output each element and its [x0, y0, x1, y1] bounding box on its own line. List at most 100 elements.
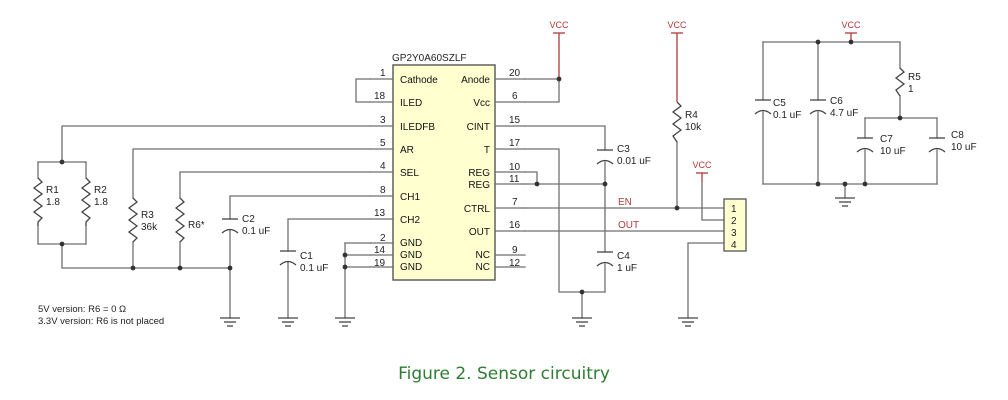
ic-left-pin-name: Cathode: [400, 75, 438, 86]
c7-ref: C7: [880, 134, 893, 145]
r3-ref: R3: [141, 210, 154, 221]
note-5v: 5V version: R6 = 0 Ω: [38, 304, 126, 315]
c6-ref: C6: [830, 96, 843, 107]
c2-ref: C2: [242, 214, 255, 225]
r6-ref: R6*: [188, 220, 205, 231]
ic-body: [392, 64, 496, 281]
ic-right-pin-num: 7: [512, 197, 518, 208]
ic-right-pin-name: OUT: [469, 227, 490, 238]
ic-left-pin-name: ILEDFB: [400, 122, 435, 133]
ic-left-pin-name: SEL: [400, 168, 419, 179]
resistor-r2: R2 1.8: [80, 177, 108, 226]
ic-left-pin-num: 5: [380, 138, 386, 149]
ic-left-pin-name: GND: [400, 238, 422, 249]
c6-value: 4.7 uF: [830, 108, 858, 119]
net-label-en: EN: [618, 197, 632, 208]
c2-value: 0.1 uF: [242, 226, 270, 237]
c8-value: 10 uF: [951, 142, 977, 153]
vcc-label: VCC: [549, 20, 569, 30]
sensor-circuit-schematic: GP2Y0A60SZLF 1 18 3 5 4 8 13 2 14 19 Cat…: [32, 20, 977, 327]
c5-ref: C5: [773, 98, 786, 109]
r2-ref: R2: [94, 185, 107, 196]
ic-left-pin-num: 18: [374, 91, 386, 102]
ic-left-pin-num: 4: [380, 161, 386, 172]
vcc-symbol: VCC: [841, 20, 861, 34]
connector-pin-label: 2: [731, 216, 737, 227]
capacitor-c6: C6 4.7 uF: [809, 96, 858, 119]
capacitor-c5: C5 0.1 uF: [754, 98, 801, 121]
r4-value: 10k: [685, 122, 702, 133]
r1-value: 1.8: [46, 197, 60, 208]
vcc-label: VCC: [692, 160, 712, 170]
ground-symbol: [678, 317, 698, 327]
ic-left-pin-name: CH2: [400, 215, 420, 226]
capacitor-c4: C4 1 uF: [596, 251, 637, 274]
vcc-label: VCC: [841, 20, 861, 30]
ground-symbol: [220, 317, 240, 327]
ic-left-pin-name: AR: [400, 145, 414, 156]
ic-right-pin-num: 12: [509, 258, 521, 269]
ic-left-pin-name: CH1: [400, 192, 420, 203]
resistor-r4: R4 10k: [671, 101, 702, 143]
ic-right-pin-num: 10: [509, 162, 521, 173]
ic-right-pin-num: 9: [512, 245, 518, 256]
ic-right-pin-num: 6: [512, 91, 518, 102]
vcc-symbol: VCC: [549, 20, 569, 34]
ic-left-pin-name: GND: [400, 262, 422, 273]
r2-value: 1.8: [94, 197, 108, 208]
ic-left-pin-num: 19: [374, 258, 386, 269]
ic-left-pin-num: 13: [374, 208, 386, 219]
ic-left-pin-name: ILED: [400, 98, 422, 109]
r4-ref: R4: [685, 110, 698, 121]
c3-value: 0.01 uF: [617, 156, 651, 167]
ground-symbol: [835, 197, 855, 207]
connector-pin-label: 1: [731, 204, 737, 215]
capacitor-c1: C1 0.1 uF: [279, 250, 328, 274]
capacitor-c7: C7 10 uF: [856, 134, 906, 157]
ic-right-pin-num: 20: [509, 68, 521, 79]
ic-right-pin-name: T: [484, 145, 490, 156]
note-3v3: 3.3V version: R6 is not placed: [38, 316, 164, 327]
ic-left-pin-num: 3: [380, 115, 386, 126]
ground-symbol: [335, 317, 355, 327]
connector-pin-label: 3: [731, 228, 737, 239]
capacitor-c2: C2 0.1 uF: [221, 214, 270, 237]
connector-pin-label: 4: [731, 240, 737, 251]
right-wiring: [524, 33, 725, 319]
c3-ref: C3: [617, 144, 630, 155]
ground-symbol: [278, 317, 298, 327]
r5-value: 1: [908, 84, 914, 95]
c8-ref: C8: [951, 130, 964, 141]
ic-left-pin-num: 1: [380, 68, 386, 79]
c5-value: 0.1 uF: [773, 110, 801, 121]
c4-ref: C4: [617, 251, 630, 262]
vcc-symbol: VCC: [667, 20, 687, 34]
ic-left-pin-num: 8: [380, 185, 386, 196]
r1-ref: R1: [46, 185, 59, 196]
ic-left-pin-name: GND: [400, 250, 422, 261]
ic-right-pin-num: 16: [509, 220, 521, 231]
resistor-r6: R6*: [174, 197, 205, 243]
ic-right-pin-num: 17: [509, 138, 521, 149]
net-label-out: OUT: [618, 220, 639, 231]
ic-right-pin-num: 11: [509, 174, 520, 185]
left-wiring: [37, 78, 371, 319]
ic-left-pin-num: 2: [380, 233, 386, 244]
c1-value: 0.1 uF: [300, 263, 328, 274]
ic-right-pin-name: NC: [476, 262, 490, 273]
ic-left-pin-num: 14: [374, 245, 386, 256]
ic-right-pin-name: Anode: [461, 75, 490, 86]
r5-ref: R5: [908, 72, 921, 83]
ic-right-pin-name: REG: [468, 180, 490, 191]
figure-caption: Figure 2. Sensor circuitry: [398, 364, 610, 384]
power-filter-wiring: [762, 33, 938, 199]
vcc-label: VCC: [667, 20, 687, 30]
capacitor-c8: C8 10 uF: [928, 130, 977, 153]
connector-body: [723, 198, 747, 252]
header-connector: 1 2 3 4: [723, 198, 747, 252]
capacitor-c3: C3 0.01 uF: [596, 144, 651, 167]
c7-value: 10 uF: [880, 146, 906, 157]
ic-right-pin-name: CTRL: [464, 204, 491, 215]
ic-right-pin-name: Vcc: [473, 98, 490, 109]
ic-right-pin-name: NC: [476, 250, 490, 261]
